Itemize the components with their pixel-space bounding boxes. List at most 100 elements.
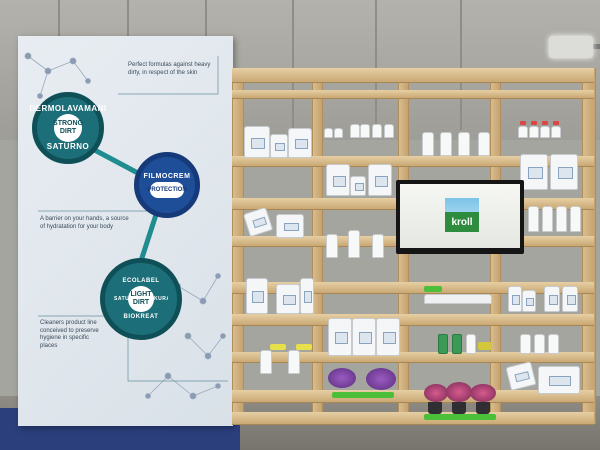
product-bottle — [520, 334, 531, 354]
product-jug — [244, 126, 270, 158]
product-bottle — [334, 128, 343, 138]
ring-center-label: PROTECTION — [147, 187, 187, 193]
pallet-slat — [232, 90, 594, 99]
product-bottle — [540, 126, 550, 138]
product-bottle — [422, 132, 434, 156]
wall-seam — [460, 0, 462, 130]
ring-label: ECOLABEL — [122, 278, 160, 284]
ring-label: DERMOLAVAMANI — [29, 104, 107, 113]
molecule-pattern — [24, 52, 228, 400]
spotlight — [549, 36, 593, 58]
yellow-sponge — [296, 344, 312, 350]
kroll-logo: kroll — [445, 198, 479, 232]
green-sponge — [424, 286, 442, 292]
purple-flowers — [366, 368, 396, 390]
product-jug — [508, 286, 522, 312]
flower-pot — [476, 402, 490, 414]
product-bottle — [529, 126, 539, 138]
pallet-slat — [232, 68, 594, 83]
product-bottle — [348, 230, 360, 258]
product-bottle — [534, 334, 545, 354]
banner-text-light-dirt: Cleaners product line conceived to prese… — [40, 320, 99, 349]
product-jug — [368, 164, 392, 196]
ring-center-label: STRONG DIRT — [53, 120, 83, 135]
pallet-slat — [232, 412, 594, 425]
red-cap — [553, 121, 559, 125]
ring-center: LIGHT DIRT — [128, 286, 154, 312]
product-bottle — [440, 132, 452, 156]
pallet-slat — [232, 314, 594, 326]
purple-flowers — [328, 368, 356, 388]
product-bottle — [324, 128, 333, 138]
yellow-sponge — [478, 342, 492, 350]
product-jug — [326, 164, 350, 196]
product-bottle — [518, 126, 528, 138]
paper-stack — [424, 294, 492, 304]
product-jug — [328, 318, 352, 356]
product-bottle — [556, 206, 567, 232]
red-cap — [542, 121, 548, 125]
product-bottle — [260, 350, 272, 374]
green-tray — [424, 414, 496, 420]
product-bottle — [372, 234, 384, 258]
product-jug — [520, 154, 548, 190]
product-bottle — [466, 334, 476, 354]
product-jug — [562, 286, 578, 312]
product-bottle — [372, 124, 382, 138]
product-jug — [350, 176, 366, 196]
tv-monitor: kroll — [396, 180, 524, 254]
ring-label: BIOKREAT — [123, 314, 159, 320]
pallet-slat — [232, 156, 594, 167]
product-bottle — [326, 234, 338, 258]
product-bottle — [458, 132, 470, 156]
product-jug — [288, 128, 312, 158]
ring-center-label: LIGHT DIRT — [130, 291, 152, 306]
product-bottle — [548, 334, 559, 354]
ring-label: SATURNO — [46, 142, 90, 151]
kroll-logo-text: kroll — [451, 217, 473, 228]
product-jug — [352, 318, 376, 356]
product-bottle — [570, 206, 581, 232]
ring-label: SATURNO — [114, 296, 128, 302]
ring-label: FILMOCREM — [143, 173, 191, 180]
ring-center: PROTECTION — [147, 182, 187, 198]
pallet-slat — [232, 352, 594, 363]
product-bottle — [551, 126, 561, 138]
green-bottle — [452, 334, 462, 354]
product-jug — [246, 278, 268, 314]
red-cap — [520, 121, 526, 125]
banner-text-strong-dirt: Perfect formulas against heavy dirty, in… — [128, 62, 211, 76]
flower-pot — [428, 402, 442, 414]
yellow-sponge — [270, 344, 286, 350]
red-cap — [531, 121, 537, 125]
product-jug — [522, 290, 536, 312]
product-bottle — [288, 350, 300, 374]
flower-pot — [452, 402, 466, 414]
ring-center: STRONG DIRT — [53, 114, 83, 142]
pallet-slat — [232, 390, 594, 403]
product-banner: DERMOLAVAMANI STRONG DIRT SATURNO FILMOC… — [18, 36, 233, 426]
product-jug — [550, 154, 578, 190]
product-jug — [276, 214, 304, 238]
product-jug — [544, 286, 560, 312]
product-bottle — [384, 124, 394, 138]
green-bottle — [438, 334, 448, 354]
pink-flowers — [470, 384, 496, 402]
product-bottle — [542, 206, 553, 232]
green-tray — [332, 392, 394, 398]
ring-label: KURADERM — [154, 296, 168, 302]
pink-flowers — [446, 382, 472, 402]
light-dirt-ring: ECOLABEL SATURNO LIGHT DIRT KURADERM BIO… — [100, 258, 182, 340]
wall-seam — [292, 0, 294, 130]
product-jug — [276, 284, 300, 314]
product-bottle — [350, 124, 360, 138]
banner-text-protection: A barrier on your hands, a source of hyd… — [40, 216, 129, 230]
dermolavamani-ring: DERMOLAVAMANI STRONG DIRT SATURNO — [29, 92, 107, 164]
product-jug — [270, 134, 288, 158]
product-jug — [376, 318, 400, 356]
pallet-slat — [232, 282, 594, 294]
product-bottle — [360, 124, 370, 138]
product-jug — [300, 278, 314, 314]
filmocrem-ring: FILMOCREM PROTECTION — [134, 152, 200, 218]
